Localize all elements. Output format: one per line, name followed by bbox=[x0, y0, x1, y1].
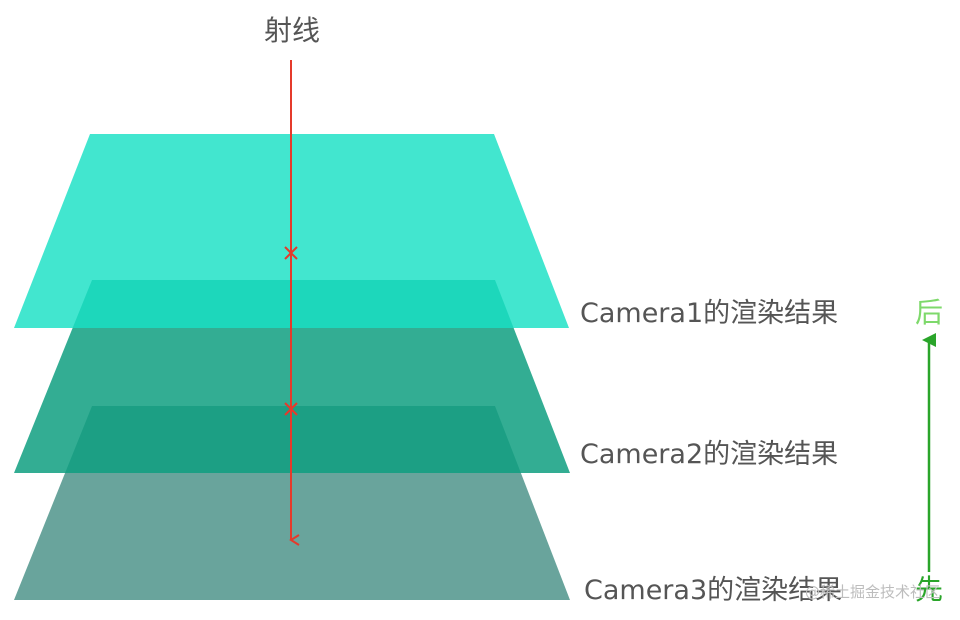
hit-mark-camera2-icon bbox=[284, 402, 298, 416]
order-before-label: 先 bbox=[915, 573, 943, 606]
layer-label-camera1: Camera1的渲染结果 bbox=[580, 298, 838, 329]
layer-label-camera3: Camera3的渲染结果 bbox=[584, 575, 842, 606]
hit-mark-camera1-icon bbox=[284, 246, 298, 260]
watermark-text: @稀土掘金技术社区 bbox=[805, 583, 940, 601]
layer-label-camera2: Camera2的渲染结果 bbox=[580, 439, 838, 470]
ray-title: 射线 bbox=[264, 14, 320, 47]
order-after-label: 后 bbox=[915, 296, 943, 329]
